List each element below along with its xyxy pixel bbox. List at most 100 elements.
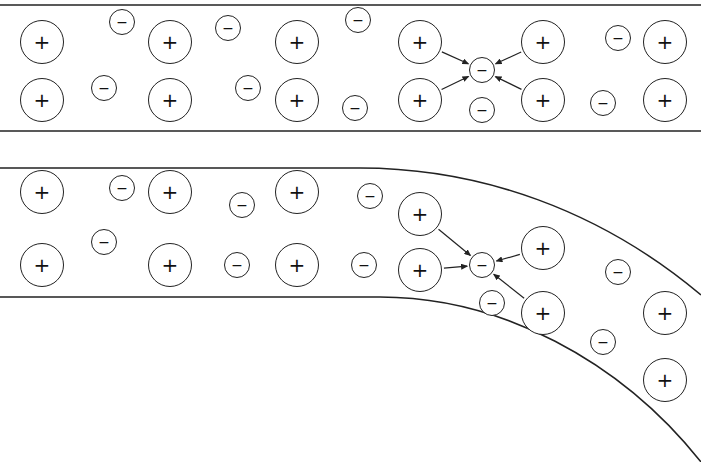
electron: − bbox=[342, 95, 368, 121]
charge-plus: + bbox=[162, 255, 179, 275]
charge-plus: + bbox=[162, 182, 179, 202]
positive-ion: + bbox=[275, 170, 319, 214]
electron: − bbox=[469, 252, 495, 278]
charge-minus: − bbox=[236, 198, 248, 212]
charge-plus: + bbox=[657, 90, 674, 110]
charge-minus: − bbox=[476, 258, 488, 272]
attraction-arrow bbox=[439, 229, 471, 255]
charge-plus: + bbox=[535, 303, 552, 323]
charge-plus: + bbox=[289, 90, 306, 110]
attraction-arrow bbox=[444, 266, 467, 268]
positive-ion: + bbox=[521, 291, 565, 335]
electron: − bbox=[479, 290, 505, 316]
electron: − bbox=[590, 329, 616, 355]
charge-minus: − bbox=[222, 21, 234, 35]
electron: − bbox=[590, 90, 616, 116]
charge-minus: − bbox=[476, 103, 488, 117]
charge-plus: + bbox=[162, 32, 179, 52]
charge-plus: + bbox=[289, 32, 306, 52]
attraction-arrow bbox=[442, 52, 468, 64]
charge-minus: − bbox=[242, 81, 254, 95]
positive-ion: + bbox=[20, 243, 64, 287]
positive-ion: + bbox=[398, 78, 442, 122]
electron: − bbox=[109, 175, 135, 201]
charge-plus: + bbox=[535, 32, 552, 52]
charge-plus: + bbox=[34, 255, 51, 275]
attraction-arrow bbox=[495, 77, 521, 90]
charge-minus: − bbox=[597, 96, 609, 110]
charge-plus: + bbox=[412, 90, 429, 110]
electron: − bbox=[469, 57, 495, 83]
charge-minus: − bbox=[98, 81, 110, 95]
electron: − bbox=[469, 97, 495, 123]
band-edge bbox=[0, 168, 701, 295]
electron: − bbox=[235, 75, 261, 101]
positive-ion: + bbox=[643, 20, 687, 64]
positive-ion: + bbox=[275, 78, 319, 122]
charge-minus: − bbox=[116, 15, 128, 29]
charge-plus: + bbox=[289, 182, 306, 202]
charge-plus: + bbox=[34, 32, 51, 52]
positive-ion: + bbox=[643, 291, 687, 335]
positive-ion: + bbox=[148, 20, 192, 64]
charge-minus: − bbox=[486, 296, 498, 310]
charge-minus: − bbox=[98, 235, 110, 249]
positive-ion: + bbox=[148, 78, 192, 122]
charge-plus: + bbox=[657, 32, 674, 52]
band-edge bbox=[0, 4, 701, 6]
positive-ion: + bbox=[20, 170, 64, 214]
electron: − bbox=[229, 192, 255, 218]
charge-minus: − bbox=[364, 189, 376, 203]
electron: − bbox=[91, 75, 117, 101]
charge-plus: + bbox=[657, 303, 674, 323]
charge-minus: − bbox=[116, 181, 128, 195]
electron: − bbox=[224, 252, 250, 278]
charge-minus: − bbox=[352, 13, 364, 27]
charge-plus: + bbox=[657, 370, 674, 390]
charge-plus: + bbox=[412, 32, 429, 52]
positive-ion: + bbox=[521, 78, 565, 122]
electron: − bbox=[357, 183, 383, 209]
positive-ion: + bbox=[20, 20, 64, 64]
charge-plus: + bbox=[535, 238, 552, 258]
positive-ion: + bbox=[398, 20, 442, 64]
positive-ion: + bbox=[148, 170, 192, 214]
positive-ion: + bbox=[148, 243, 192, 287]
charge-plus: + bbox=[412, 260, 429, 280]
electron: − bbox=[605, 259, 631, 285]
charge-minus: − bbox=[349, 101, 361, 115]
charge-plus: + bbox=[289, 255, 306, 275]
charge-plus: + bbox=[34, 182, 51, 202]
band-edge bbox=[0, 130, 701, 132]
charge-plus: + bbox=[535, 90, 552, 110]
charge-minus: − bbox=[476, 63, 488, 77]
positive-ion: + bbox=[643, 78, 687, 122]
positive-ion: + bbox=[521, 20, 565, 64]
attraction-arrow bbox=[442, 77, 469, 90]
charge-plus: + bbox=[162, 90, 179, 110]
electron: − bbox=[345, 7, 371, 33]
attraction-arrow bbox=[496, 52, 522, 64]
positive-ion: + bbox=[398, 248, 442, 292]
charge-minus: − bbox=[231, 258, 243, 272]
charge-minus: − bbox=[612, 265, 624, 279]
positive-ion: + bbox=[275, 20, 319, 64]
electron: − bbox=[215, 15, 241, 41]
positive-ion: + bbox=[398, 192, 442, 236]
charge-plus: + bbox=[412, 204, 429, 224]
charge-minus: − bbox=[358, 258, 370, 272]
electron: − bbox=[351, 252, 377, 278]
positive-ion: + bbox=[521, 226, 565, 270]
band-edge bbox=[0, 297, 701, 462]
electron: − bbox=[109, 9, 135, 35]
charge-minus: − bbox=[597, 335, 609, 349]
electron: − bbox=[605, 25, 631, 51]
positive-ion: + bbox=[643, 358, 687, 402]
charge-minus: − bbox=[612, 31, 624, 45]
electron: − bbox=[91, 229, 117, 255]
charge-plus: + bbox=[34, 90, 51, 110]
positive-ion: + bbox=[20, 78, 64, 122]
positive-ion: + bbox=[275, 243, 319, 287]
attraction-arrow bbox=[496, 254, 519, 261]
